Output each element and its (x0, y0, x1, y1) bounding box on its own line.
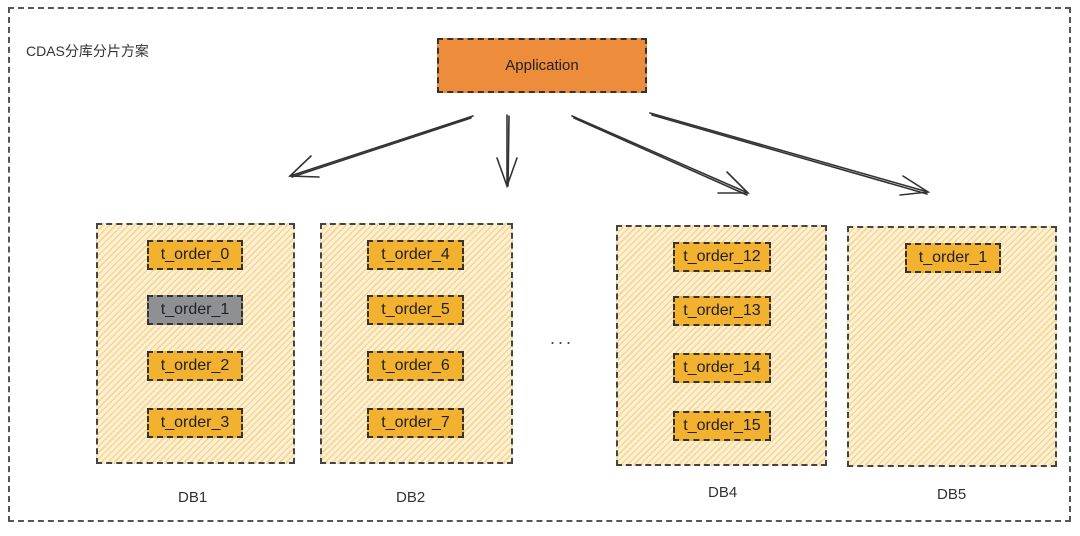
table-label: t_order_7 (381, 414, 450, 431)
table-node: t_order_4 (367, 240, 464, 270)
table-node: t_order_1 (905, 243, 1001, 273)
table-node: t_order_3 (147, 408, 243, 438)
table-node: t_order_12 (673, 242, 771, 272)
arrow-to-db4 (571, 115, 750, 196)
arrow-to-db5 (649, 112, 931, 196)
ellipsis: ... (550, 328, 575, 348)
table-node: t_order_5 (367, 295, 464, 325)
table-label: t_order_0 (160, 246, 230, 263)
table-label: t_order_13 (683, 302, 761, 319)
arrow-to-db1 (288, 115, 474, 178)
table-node: t_order_2 (147, 351, 243, 381)
table-node: t_order_6 (367, 351, 464, 381)
table-label: t_order_4 (381, 246, 450, 263)
table-label: t_order_12 (683, 248, 761, 265)
table-label: t_order_2 (160, 357, 230, 374)
table-label: t_order_15 (683, 417, 761, 434)
table-label: t_order_1 (918, 249, 988, 266)
application-label: Application (505, 57, 579, 74)
table-node: t_order_13 (673, 296, 771, 326)
table-label: t_order_5 (381, 301, 450, 318)
db-label-db4: DB4 (708, 484, 738, 501)
arrow-to-db2 (496, 114, 518, 189)
db-label-db2: DB2 (396, 489, 426, 506)
table-node: t_order_7 (367, 408, 464, 438)
table-node: t_order_15 (673, 411, 771, 441)
db-label-db5: DB5 (937, 486, 967, 503)
table-label: t_order_1 (160, 301, 230, 318)
table-node: t_order_14 (673, 353, 771, 383)
table-label: t_order_6 (381, 357, 450, 374)
table-node: t_order_1 (147, 295, 243, 325)
application-node: Application (437, 38, 647, 93)
diagram-title: CDAS分库分片方案 (26, 43, 149, 59)
db-label-db1: DB1 (178, 489, 208, 506)
diagram-frame (8, 7, 1071, 522)
table-node: t_order_0 (147, 240, 243, 270)
table-label: t_order_3 (160, 414, 230, 431)
table-label: t_order_14 (683, 359, 761, 376)
